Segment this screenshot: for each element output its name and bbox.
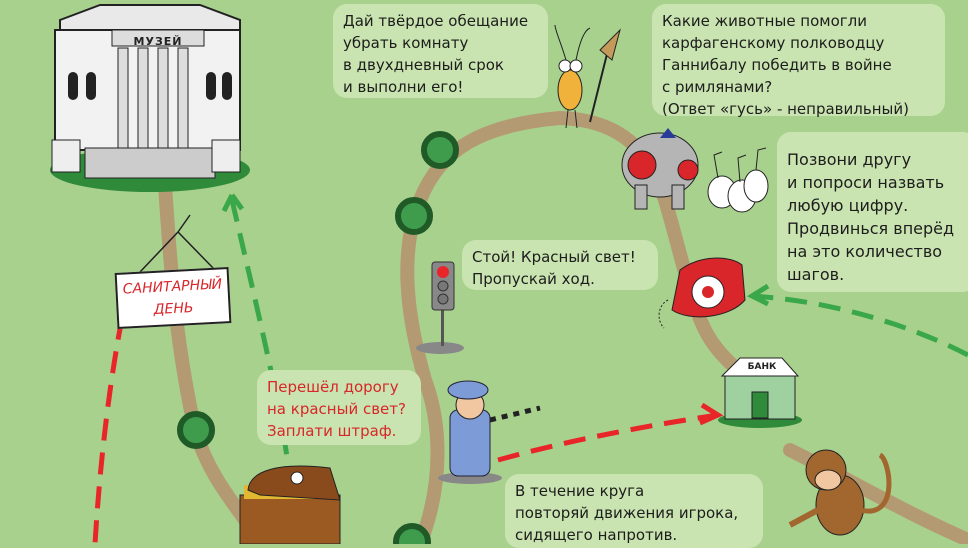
green-arrowhead-icon: [746, 283, 770, 307]
skull-icon: [290, 471, 304, 485]
cockroach-icon[interactable]: [554, 24, 621, 129]
bubble-cleanup: Дай твёрдое обещание убрать комнату в дв…: [333, 4, 548, 98]
sign-string: [139, 214, 216, 273]
bubble-mirror: В течение круга повторяй движения игрока…: [505, 474, 763, 548]
bank-label: БАНК: [747, 362, 777, 372]
museum-label: МУЗЕЙ: [133, 35, 183, 48]
bubble-line: убрать комнату: [343, 34, 469, 52]
bubble-line: в двухдневный срок: [343, 56, 504, 74]
red-dashed-arrow: [92, 317, 125, 544]
bubble-line: карфагенскому полководцу: [662, 34, 885, 52]
green-arrowhead-icon: [221, 193, 245, 213]
bubble-line: на красный свет?: [267, 400, 406, 418]
bubble-line: шагов.: [787, 265, 845, 284]
bubble-line: В течение круга: [515, 482, 645, 500]
bubble-line: и выполни его!: [343, 78, 464, 96]
step-circle[interactable]: [421, 131, 459, 169]
bubble-line: любую цифру.: [787, 196, 909, 215]
step-circle[interactable]: [177, 411, 215, 449]
bubble-line: Позвони другу: [787, 150, 912, 169]
bank-icon[interactable]: [718, 357, 802, 428]
telephone-icon[interactable]: [658, 257, 746, 329]
monkey-icon[interactable]: [788, 449, 892, 536]
red-arrowhead-icon: [698, 402, 724, 426]
step-circle[interactable]: [393, 523, 431, 544]
sanitary-day-sign[interactable]: САНИТАРНЫЙ ДЕНЬ: [114, 267, 232, 329]
bubble-hannibal: Какие животные помогли карфагенскому пол…: [652, 4, 945, 118]
geese-icon[interactable]: [707, 147, 769, 213]
green-dashed-arrow: [229, 199, 293, 479]
bubble-line: (Ответ «гусь» - неправильный): [662, 100, 909, 118]
bubble-line: Стой! Красный свет!: [472, 248, 636, 266]
bubble-line: Заплати штраф.: [267, 422, 397, 440]
bubble-line: Ганнибалу победить в войне: [662, 56, 892, 74]
bubble-line: Какие животные помогли: [662, 12, 868, 30]
treasure-chest-icon[interactable]: [239, 465, 341, 544]
bubble-line: с римлянами?: [662, 78, 773, 96]
bubble-fine: Перешёл дорогу на красный свет? Заплати …: [257, 370, 421, 445]
bubble-line: Дай твёрдое обещание: [343, 12, 529, 30]
step-circles: [177, 131, 459, 544]
bubble-line: сидящего напротив.: [515, 526, 678, 544]
bubble-line: Перешёл дорогу: [267, 378, 399, 396]
bubble-red-light: Стой! Красный свет! Пропускай ход.: [462, 240, 658, 290]
bubble-line: Продвинься вперёд: [787, 219, 955, 238]
bubble-line: повторяй движения игрока,: [515, 504, 739, 522]
step-circle[interactable]: [395, 197, 433, 235]
bubble-line: и попроси назвать: [787, 173, 945, 192]
traffic-light-icon[interactable]: [416, 261, 464, 354]
bubble-line: Пропускай ход.: [472, 270, 595, 288]
policeman-icon[interactable]: [438, 380, 541, 484]
red-dashed-arrow-to-bank: [497, 412, 719, 463]
museum-icon[interactable]: [50, 4, 250, 192]
green-dashed-arrow-to-phone: [751, 293, 968, 358]
bubble-call-friend: Позвони другу и попроси назвать любую ци…: [777, 132, 968, 292]
elephant-icon[interactable]: [621, 128, 699, 210]
bubble-line: на это количество: [787, 242, 943, 261]
